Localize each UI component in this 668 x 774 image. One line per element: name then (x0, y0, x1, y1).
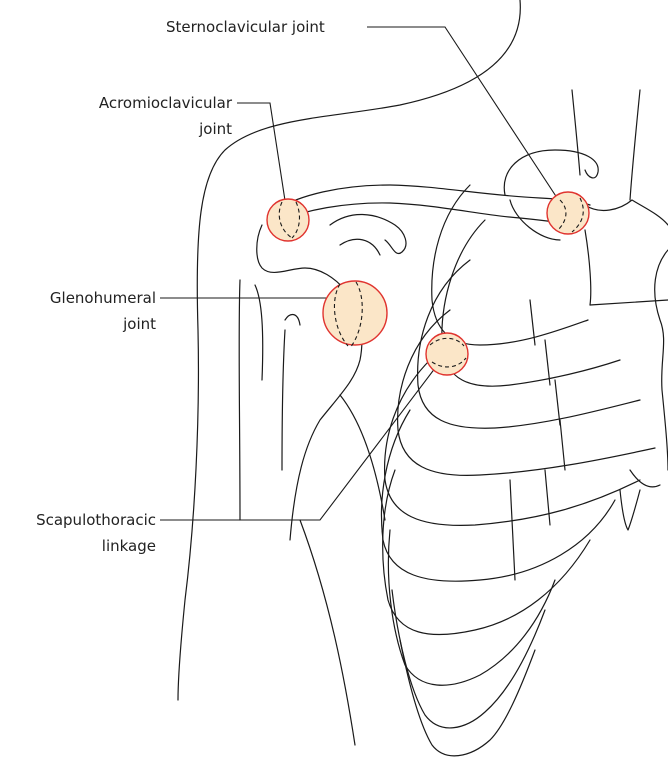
neck-line-right (630, 90, 640, 200)
label-sternoclavicular: Sternoclavicular joint (166, 16, 325, 38)
humerus-groove (285, 315, 300, 325)
leader-sternoclavicular (367, 27, 565, 210)
scapulothoracic-linkage (426, 333, 468, 375)
clavicle (275, 185, 590, 224)
coracoid (330, 214, 406, 255)
right-ribs (620, 250, 668, 530)
acromioclavicular-joint (267, 199, 309, 241)
arm-outer-line (300, 520, 355, 745)
scapula-lateral (239, 280, 240, 520)
leader-scapulothoracic (160, 355, 445, 520)
glenohumeral-joint (323, 281, 387, 348)
label-scapulothoracic-line1: Scapulothoracic (0, 509, 156, 531)
label-glenohumeral-line1: Glenohumeral (0, 287, 156, 309)
arm-inner-line (340, 395, 385, 520)
label-scapulothoracic-line2: linkage (0, 535, 156, 557)
costal-cartilage-lines (510, 300, 565, 580)
label-acromioclavicular-line2: joint (60, 118, 232, 140)
manubrium (585, 200, 668, 305)
sternoclavicular-joint (547, 192, 589, 234)
humerus-shaft (282, 330, 285, 470)
label-acromioclavicular-line1: Acromioclavicular (60, 92, 232, 114)
rib-8 (383, 470, 590, 635)
humerus-head-line (255, 285, 263, 380)
rib-5 (398, 310, 655, 475)
label-glenohumeral-line2: joint (0, 313, 156, 335)
neck-line-left (572, 90, 580, 175)
rib-11 (400, 640, 535, 756)
